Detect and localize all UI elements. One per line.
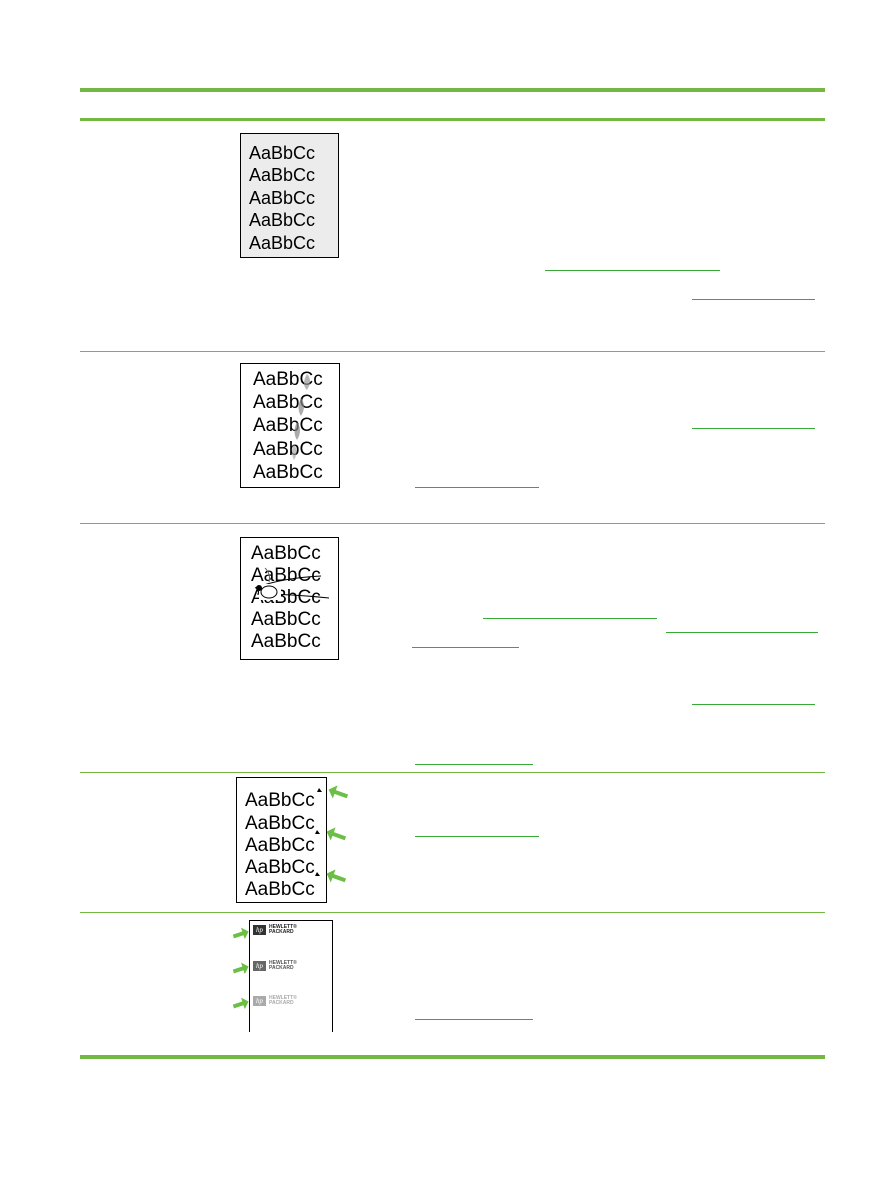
sample-text-line: AaBbCc: [249, 143, 316, 163]
hp-logo-icon: hp: [253, 925, 266, 935]
green-arrow-icon: [326, 827, 347, 841]
hp-logo-icon: hp: [253, 996, 266, 1006]
sample-text-line: AaBbCc: [251, 631, 321, 652]
sample-text-line: AaBbCc: [253, 462, 323, 483]
sample-text-line: AaBbCc: [245, 879, 315, 900]
hyperlink[interactable]: [545, 270, 720, 271]
logo-text-line: HEWLETT®: [269, 960, 297, 966]
repeating-image-sample: hp HEWLETT® PACKARD hp HEWLETT® PACKARD …: [249, 920, 333, 1032]
table-bottom-rule: [80, 1055, 825, 1059]
row-separator: [80, 523, 825, 524]
green-arrow-icon: [232, 997, 249, 1010]
sample-text-line: AaBbCc: [249, 165, 316, 185]
finger-smudge-drawing: [254, 567, 330, 600]
hp-logo-repeat: hp HEWLETT® PACKARD: [253, 996, 297, 1006]
row-separator: [80, 912, 825, 913]
hyperlink[interactable]: [692, 299, 815, 300]
sample-text-line: AaBbCc: [249, 210, 316, 230]
logo-text-line: PACKARD: [269, 965, 294, 971]
sample-text-line: AaBbCc: [253, 415, 323, 436]
sample-text-line: AaBbCc: [251, 543, 321, 564]
hyperlink[interactable]: [666, 632, 818, 633]
row-separator: [80, 772, 825, 773]
toner-specks-sample: AaBbCc AaBbCc AaBbCc AaBbCc AaBbCc: [236, 777, 327, 903]
sample-text-line: AaBbCc: [245, 790, 315, 811]
sample-text-line: AaBbCc: [245, 857, 315, 878]
hp-logo-icon: hp: [253, 961, 266, 971]
sample-text-line: AaBbCc: [251, 565, 321, 586]
hyperlink[interactable]: [692, 704, 815, 705]
logo-text-line: PACKARD: [269, 1000, 294, 1006]
green-arrow-icon: [232, 927, 249, 940]
sample-text-line: AaBbCc: [249, 233, 316, 253]
hyperlink[interactable]: [415, 836, 539, 837]
gray-background-sample: AaBbCc AaBbCc AaBbCc AaBbCc AaBbCc: [240, 133, 339, 258]
toner-smear-marks: [292, 374, 310, 460]
sample-text-line: AaBbCc: [245, 813, 315, 834]
green-arrow-icon: [326, 869, 347, 883]
sample-text-line: AaBbCc: [251, 609, 321, 630]
hyperlink[interactable]: [412, 647, 519, 648]
hyperlink[interactable]: [415, 764, 533, 765]
hyperlink[interactable]: [415, 487, 539, 488]
toner-speck-dots: [315, 788, 322, 876]
green-arrow-icon: [328, 785, 349, 799]
green-arrow-icon: [232, 962, 249, 975]
row-separator: [80, 351, 825, 352]
sample-text-line: AaBbCc: [249, 188, 316, 208]
hp-logo-repeat: hp HEWLETT® PACKARD: [253, 961, 297, 971]
sample-text-line: AaBbCc: [253, 439, 323, 460]
hyperlink[interactable]: [415, 1019, 533, 1020]
sample-text-line: AaBbCc: [245, 835, 315, 856]
logo-text-line: PACKARD: [269, 929, 294, 935]
logo-text-line: HEWLETT®: [269, 995, 297, 1001]
loose-toner-sample: AaBbCc AaBbCc AaBbCc AaBbCc AaBbCc: [240, 537, 339, 660]
table-top-rule: [80, 88, 825, 92]
toner-smear-sample: AaBbCc AaBbCc AaBbCc AaBbCc AaBbCc: [240, 363, 340, 488]
hyperlink[interactable]: [483, 618, 657, 619]
hp-logo-repeat: hp HEWLETT® PACKARD: [253, 925, 297, 935]
sample-text-line: AaBbCc: [253, 392, 323, 413]
hyperlink[interactable]: [692, 428, 815, 429]
table-header-rule: [80, 118, 825, 121]
logo-text-line: HEWLETT®: [269, 924, 297, 930]
